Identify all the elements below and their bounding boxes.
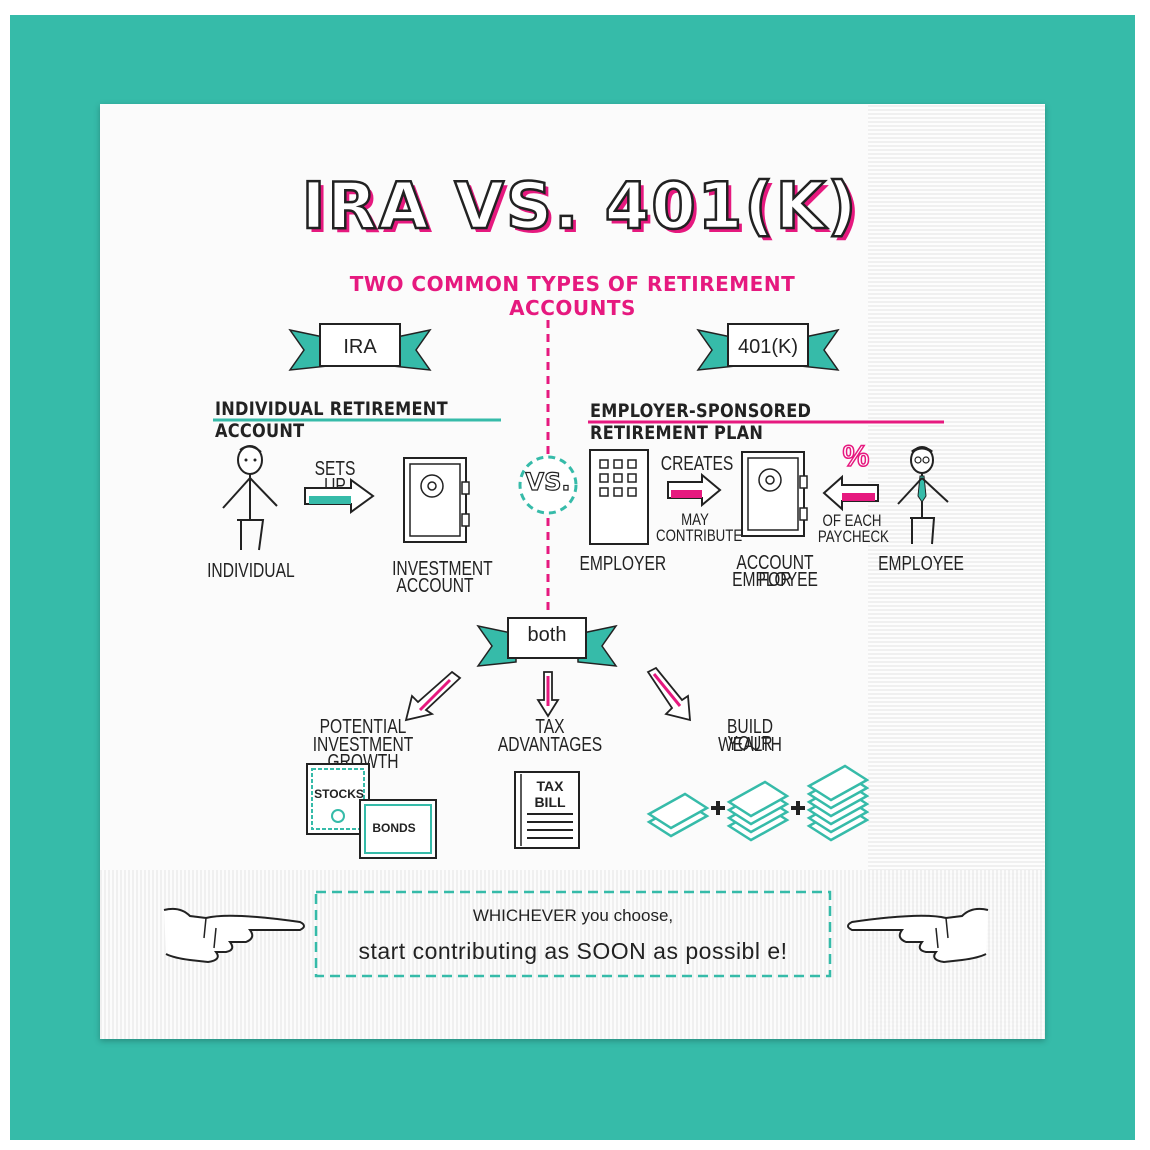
stocks-bonds-icon [306,763,437,859]
paycheck-arrow [822,474,879,512]
may-contribute-label-1: MAY [681,510,709,529]
cta-box [314,890,832,978]
account-for-employee-label-1: ACCOUNT FOR [736,552,814,591]
individual-label: INDIVIDUAL [207,560,295,582]
401k-banner-label: 401(K) [737,336,799,358]
left-pointing-hand-icon [163,907,305,964]
employer-label: EMPLOYER [579,553,667,575]
401k-banner [696,323,840,371]
page-title: IRA VS. 401(K) [300,169,859,246]
paycheck-label-2: PAYCHECK [817,527,889,546]
creates-arrow [667,472,722,508]
individual-figure [222,445,278,551]
investment-account-safe-icon [403,457,470,543]
napkin-texture-bottom [100,870,1045,1039]
ira-banner-label: IRA [343,336,377,358]
employer-building-icon [589,449,649,545]
both-arrows [404,666,692,722]
both-banner [476,617,618,667]
page-subtitle: TWO COMMON TYPES OF RETIREMENT ACCOUNTS [349,272,796,320]
investment-account-label-2: ACCOUNT [396,575,474,597]
cta-line-1: WHICHEVER you choose, [472,906,674,925]
may-contribute-label-2: CONTRIBUTE [656,526,743,545]
money-stacks-icon [646,764,870,842]
right-pointing-hand-icon [847,907,989,964]
employee-figure [897,446,949,545]
stocks-label: STOCKS [314,787,364,801]
cta-line-2: start contributing as SOON as possibl e! [358,938,788,964]
paycheck-label-1: OF EACH [822,511,882,530]
vs-label: VS. [525,467,571,496]
401k-heading-underline [588,420,944,424]
employee-label: EMPLOYEE [878,553,964,575]
tax-bill-icon [514,771,580,849]
vs-badge [518,455,578,515]
tax-label-1: TAX [535,716,565,738]
percent-symbol: % [842,439,870,474]
ira-banner [288,323,432,371]
sets-up-arrow [304,478,375,514]
wealth-label-2: WEALTH [718,734,782,756]
both-banner-label: both [527,624,567,646]
tax-bill-text-1: TAX [536,778,564,794]
tax-bill-text-2: BILL [534,794,566,810]
ira-heading: INDIVIDUAL RETIREMENT ACCOUNT [215,398,448,442]
account-for-employee-label-2: EMPLOYEE [732,569,818,591]
investment-account-label-1: INVESTMENT [392,558,493,580]
ira-heading-underline [213,418,501,422]
wealth-label-1: BUILD YOUR [727,716,773,755]
creates-label: CREATES [660,453,734,475]
401k-heading: EMPLOYER-SPONSORED RETIREMENT PLAN [590,400,812,444]
growth-label-1: POTENTIAL [319,716,407,738]
employee-account-safe-icon [741,451,808,537]
bonds-label: BONDS [372,821,416,835]
tax-label-2: ADVANTAGES [497,734,603,756]
